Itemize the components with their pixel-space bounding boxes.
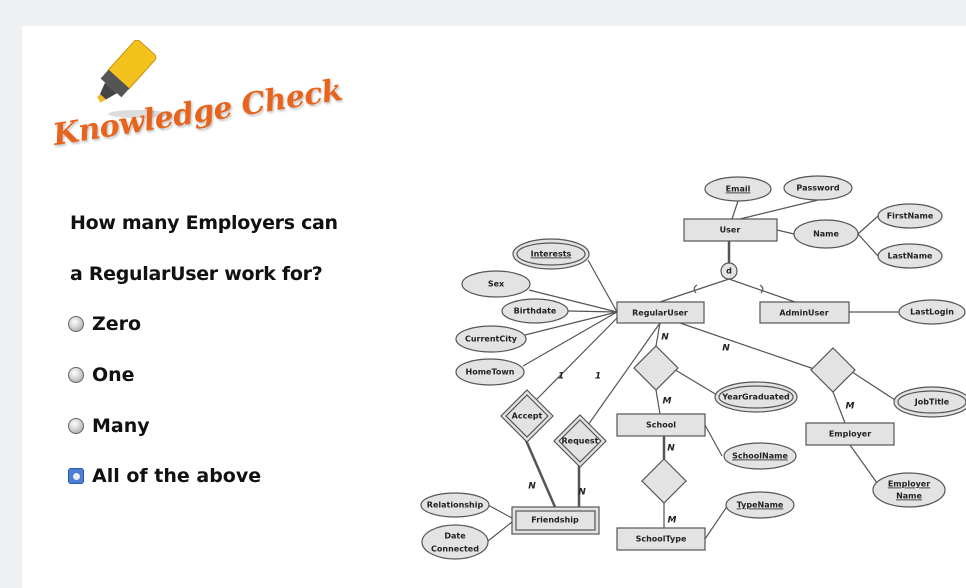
attr-typename: TypeName — [737, 501, 784, 510]
attributes: Email Password Name FirstName LastName L… — [420, 175, 966, 560]
card-schooltype-m: M — [668, 516, 677, 526]
attr-lastname: LastName — [888, 252, 934, 261]
entity-school: School — [646, 421, 676, 430]
attr-currentcity: CurrentCity — [465, 335, 518, 344]
card-accept-n: N — [528, 482, 536, 492]
option-d[interactable]: All of the above — [68, 465, 261, 487]
highlighter-icon — [97, 40, 168, 118]
attr-sex: Sex — [488, 280, 505, 289]
attr-schoolname: SchoolName — [732, 452, 788, 461]
radio-button[interactable] — [68, 418, 84, 434]
option-label: Many — [92, 415, 150, 437]
entity-schooltype: SchoolType — [636, 535, 687, 544]
question-line-1: How many Employers can — [70, 212, 338, 234]
connector-lines — [487, 199, 899, 542]
card-attend-n: N — [661, 333, 669, 343]
works-for-diamond — [810, 347, 856, 393]
attr-dateconnected: Date — [444, 532, 466, 541]
radio-button[interactable] — [68, 316, 84, 332]
attr-email: Email — [726, 185, 751, 194]
attr-firstname: FirstName — [887, 212, 934, 221]
card-schooltype-n: N — [667, 444, 675, 454]
attr-interests: Interests — [531, 250, 572, 259]
question-line-2: a RegularUser work for? — [70, 263, 323, 285]
disjoint-label: d — [726, 267, 732, 276]
cardinalities: 1 1 N N M M N M N N — [528, 333, 854, 526]
radio-button-selected[interactable] — [68, 468, 84, 484]
entity-adminuser: AdminUser — [779, 309, 828, 318]
attr-employername-2: Name — [896, 492, 922, 501]
option-label: Zero — [92, 313, 142, 335]
entity-regularuser: RegularUser — [632, 309, 688, 318]
entity-user: User — [720, 226, 741, 235]
attr-employername: Employer — [888, 480, 930, 489]
attr-password: Password — [796, 184, 839, 193]
option-label: All of the above — [92, 465, 262, 487]
entity-employer: Employer — [829, 430, 871, 439]
request-diamond — [553, 414, 607, 468]
attr-name: Name — [813, 230, 839, 239]
rel-accept: Accept — [512, 412, 543, 421]
card-request-n: N — [578, 488, 586, 498]
attr-yeargraduated: YearGraduated — [721, 393, 790, 402]
accept-diamond — [500, 389, 554, 443]
entity-friendship: Friendship — [531, 516, 579, 525]
attr-dateconnected-2: Connected — [431, 545, 479, 554]
entities: User RegularUser AdminUser School Employ… — [511, 218, 895, 551]
card-accept-1: 1 — [558, 372, 564, 382]
rel-request: Request — [561, 437, 598, 446]
relationships: Accept Request — [500, 345, 856, 504]
attr-jobtitle: JobTitle — [914, 398, 950, 407]
radio-button[interactable] — [68, 367, 84, 383]
attr-birthdate: Birthdate — [514, 307, 557, 316]
option-label: One — [92, 364, 135, 386]
attr-lastlogin: LastLogin — [910, 308, 954, 317]
card-request-1: 1 — [595, 372, 601, 382]
option-a[interactable]: Zero — [68, 313, 141, 335]
school-type-diamond — [641, 458, 687, 504]
card-attend-m: M — [663, 397, 672, 407]
attr-hometown: HomeTown — [466, 368, 515, 377]
attends-diamond — [633, 345, 679, 391]
card-work-n: N — [722, 344, 730, 354]
disjoint-circle — [720, 262, 738, 280]
option-b[interactable]: One — [68, 364, 135, 386]
card-work-m: M — [846, 402, 855, 412]
option-c[interactable]: Many — [68, 415, 150, 437]
attr-relationship: Relationship — [427, 501, 484, 510]
